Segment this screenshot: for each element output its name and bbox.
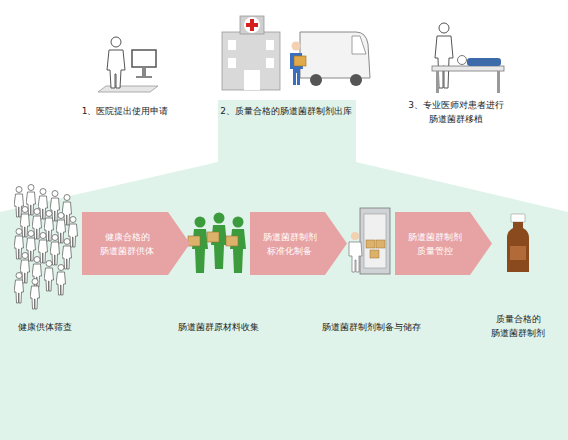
product-bottle (507, 214, 529, 272)
applicant-figure (98, 37, 158, 92)
stage-caption: 健康供体筛查 (8, 320, 82, 334)
hospital-figure (222, 16, 370, 90)
arrow-fill (250, 212, 347, 275)
stage-caption: 肠道菌群原材料收集 (160, 320, 276, 334)
step-caption: 3、专业医师对患者进行 肠道菌群移植 (400, 98, 512, 126)
arrow-shape (250, 212, 347, 275)
step-caption: 1、医院提出使用申请 (62, 104, 188, 118)
arrow-shape (395, 212, 492, 275)
process-arrow: 肠道菌群制剂 标准化制备 (250, 212, 347, 275)
storage-fridge (349, 208, 390, 274)
process-arrow: 健康合格的 肠道菌群供体 (82, 212, 190, 275)
donor-crowd (14, 185, 78, 310)
spotlight-band (0, 100, 568, 440)
stage-caption: 肠道菌群制剂制备与储存 (306, 320, 436, 334)
stage-caption: 质量合格的 肠道菌群制剂 (478, 312, 558, 340)
arrow-label: 健康合格的 肠道菌群供体 (86, 212, 168, 275)
step-caption: 2、质量合格的肠道菌群制剂出库 (208, 104, 364, 118)
transplant-figure (432, 23, 504, 93)
arrow-label: 肠道菌群制剂 标准化制备 (254, 212, 325, 275)
arrow-shape (82, 212, 190, 275)
process-arrow: 肠道菌群制剂 质量管控 (395, 212, 492, 275)
arrow-fill (395, 212, 492, 275)
arrow-fill (82, 212, 190, 275)
collector-figures (188, 213, 246, 274)
arrow-label: 肠道菌群制剂 质量管控 (399, 212, 470, 275)
